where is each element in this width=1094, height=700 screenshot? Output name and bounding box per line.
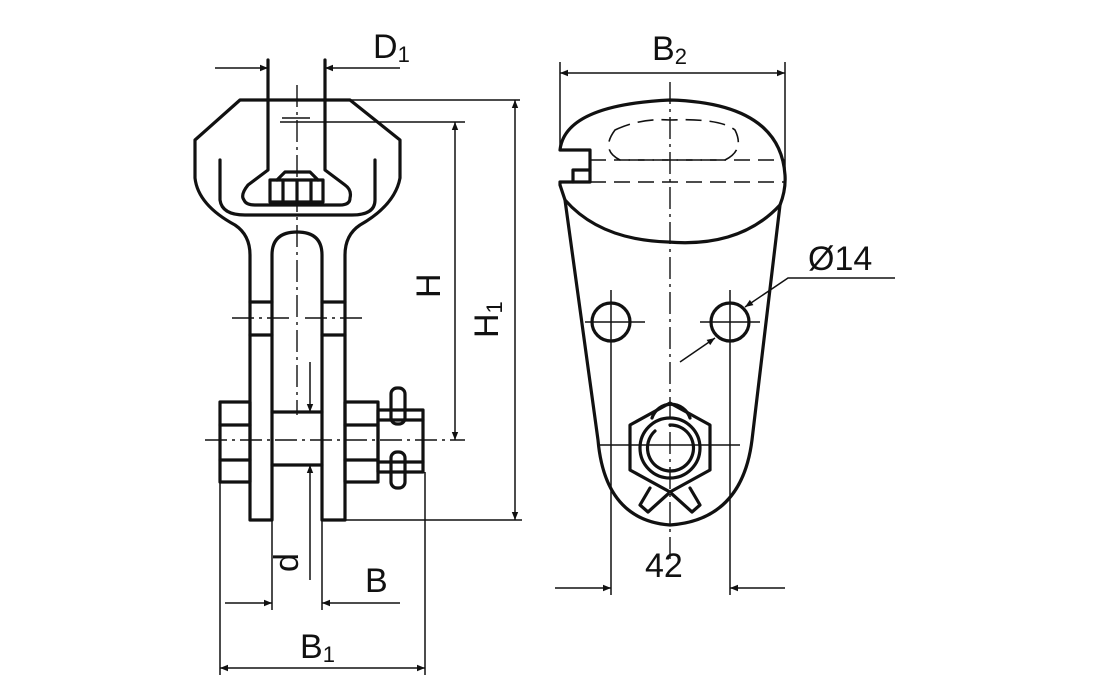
label-d1: D1	[373, 28, 410, 67]
label-b2: B2	[652, 30, 687, 69]
hidden-slot	[607, 118, 740, 161]
diameter-leader	[744, 277, 895, 308]
tongue-bolt-lines	[270, 410, 324, 467]
hidden-lines	[590, 159, 785, 183]
label-hole-diameter: Ø14	[808, 240, 872, 278]
hole-centerlines	[585, 290, 760, 595]
thread-circle	[645, 423, 696, 473]
body-outline	[563, 198, 782, 527]
label-b1: B1	[300, 628, 335, 667]
cotter-pin-top	[389, 386, 407, 426]
label-h1: H1	[468, 301, 507, 338]
inner-u-recess	[218, 158, 377, 217]
dome-outline	[558, 98, 787, 245]
extension-lines-h	[280, 99, 522, 521]
diameter-arrow-inner	[679, 337, 716, 363]
bolt-shank	[376, 408, 425, 474]
label-b: B	[365, 562, 388, 600]
washer	[638, 416, 702, 480]
side-view: D1 H H1 d B B1	[193, 28, 522, 675]
label-h: H	[410, 273, 448, 298]
left-bolt-head	[218, 400, 252, 484]
label-d: d	[268, 553, 306, 572]
front-view: B2 42 Ø14	[555, 30, 895, 595]
label-hole-spacing: 42	[645, 547, 683, 585]
cotter-wings	[638, 486, 702, 514]
right-nut	[343, 400, 380, 484]
plate-bands	[248, 300, 347, 337]
cotter-pin-bottom	[389, 450, 407, 490]
hex-nut	[628, 401, 712, 494]
